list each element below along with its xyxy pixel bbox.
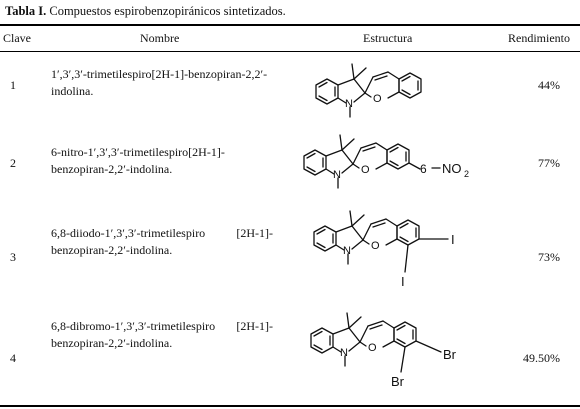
row-nombre: 1′,3′,3′-trimetilespiro[2H-1]-benzopiran… [51, 66, 273, 100]
row-rendimiento: 44% [538, 78, 560, 92]
header-clave: Clave [3, 31, 31, 45]
header-nombre: Nombre [140, 31, 180, 45]
table-caption-text: Compuestos espirobenzopiránicos sintetiz… [49, 4, 286, 18]
row-rendimiento: 49.50% [523, 351, 560, 365]
atom-6-marker: 6 [420, 162, 427, 176]
atom-i-6: I [451, 232, 455, 247]
header-rendimiento: Rendimiento [508, 31, 570, 45]
atom-o: O [373, 93, 382, 105]
row-nombre: 6,8-diiodo-1′,3′,3′-trimetilespiro [2H-1… [51, 225, 273, 259]
atom-n: N [345, 98, 353, 110]
nitro-group: NO [442, 161, 462, 176]
header-rule [0, 51, 580, 52]
row-nombre-line1: 1′,3′,3′-trimetilespiro[2H-1]-benzopiran… [51, 67, 268, 81]
row-nombre-line2: benzopiran-2,2′-indolina. [51, 162, 173, 176]
atom-br-6: Br [443, 347, 457, 362]
atom-o: O [368, 342, 377, 354]
row-nombre: 6,8-dibromo-1′,3′,3′-trimetilespiro [2H-… [51, 318, 273, 352]
row-nombre-line1: 6,8-dibromo-1′,3′,3′-trimetilespiro [2H-… [51, 319, 273, 333]
structure-2: N O 6 NO 2 [303, 134, 469, 189]
atom-n: N [340, 347, 348, 359]
top-rule [0, 24, 580, 26]
row-nombre: 6-nitro-1′,3′,3′-trimetilespiro[2H-1]- b… [51, 144, 273, 178]
row-nombre-line2: indolina. [51, 84, 94, 98]
row-rendimiento: 73% [538, 250, 560, 264]
structure-1: N O [315, 63, 422, 118]
atom-o: O [371, 240, 380, 252]
nitro-subscript: 2 [464, 169, 469, 179]
row-nombre-line1: 6,8-diiodo-1′,3′,3′-trimetilespiro [2H-1… [51, 226, 273, 240]
atom-i-8: I [401, 274, 405, 289]
atom-n: N [333, 169, 341, 181]
structure-4: N O Br Br [310, 312, 457, 389]
row-nombre-line1: 6-nitro-1′,3′,3′-trimetilespiro[2H-1]- [51, 145, 225, 159]
header-estructura: Estructura [363, 31, 413, 45]
row-clave: 2 [10, 156, 16, 170]
row-clave: 1 [10, 78, 16, 92]
table-label: Tabla I. [5, 4, 47, 18]
row-clave: 4 [10, 351, 16, 365]
row-nombre-line2: benzopiran-2,2′-indolina. [51, 336, 173, 350]
row-clave: 3 [10, 250, 16, 264]
atom-n: N [343, 245, 351, 257]
atom-br-8: Br [391, 374, 405, 389]
structure-3: N O I I [313, 210, 455, 289]
row-rendimiento: 77% [538, 156, 560, 170]
atom-o: O [361, 164, 370, 176]
bottom-rule [0, 405, 580, 407]
table-caption: Tabla I. Compuestos espirobenzopiránicos… [5, 4, 286, 19]
row-nombre-line2: benzopiran-2,2′-indolina. [51, 243, 173, 257]
